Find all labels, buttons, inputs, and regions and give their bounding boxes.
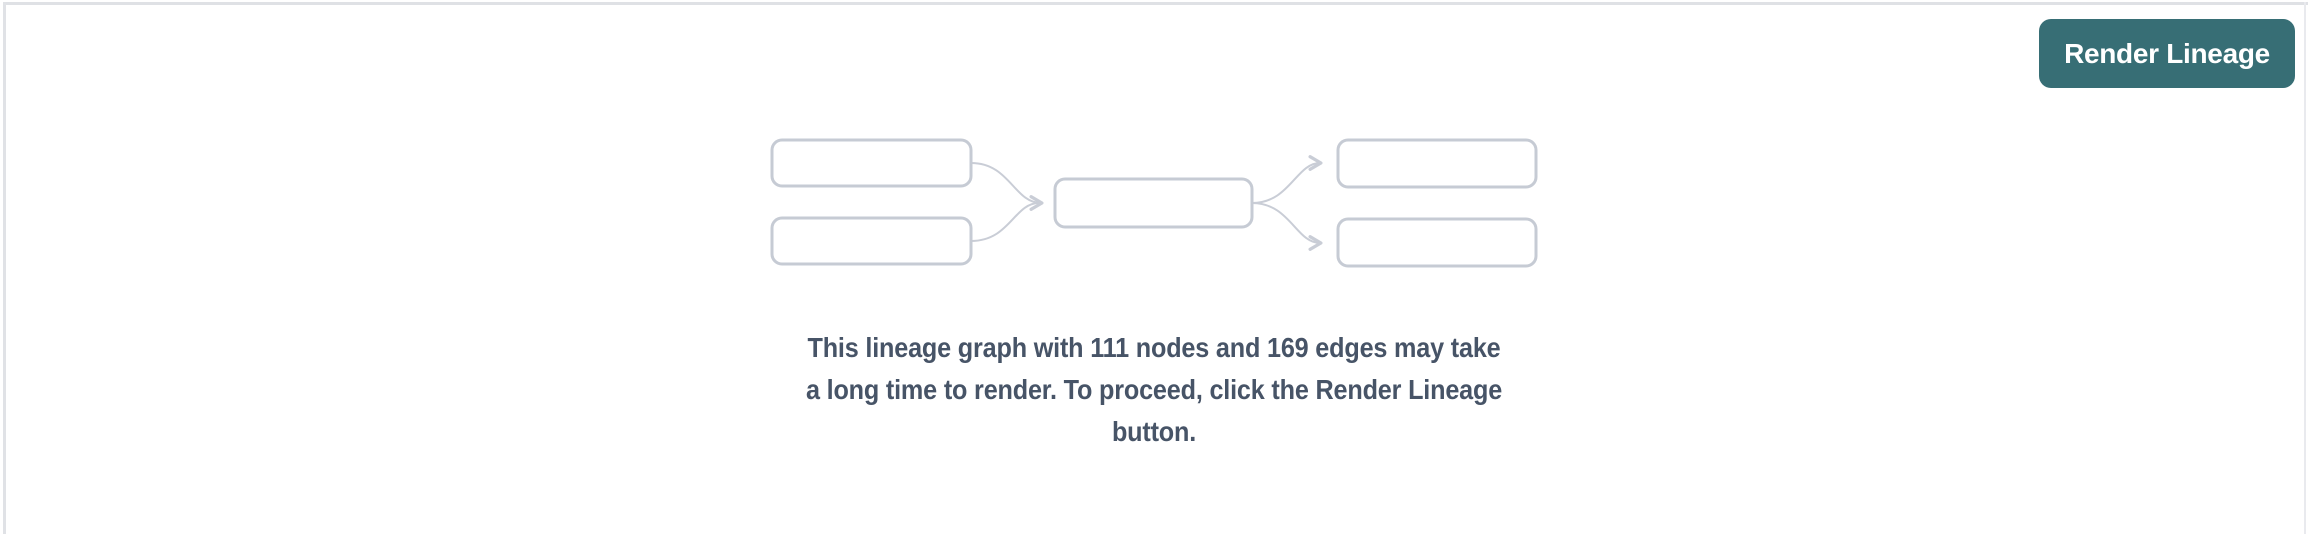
placeholder-node (1053, 177, 1254, 229)
warning-line-1: This lineage graph with 111 nodes and 16… (807, 332, 1501, 363)
panel-right-border (2304, 2, 2306, 534)
placeholder-node (1336, 138, 1538, 189)
placeholder-graph-svg (770, 138, 1538, 268)
placeholder-edge (1251, 202, 1323, 251)
placeholder-edge (1251, 155, 1323, 204)
warning-line-2: a long time to render. To proceed, click… (805, 374, 1503, 405)
placeholder-edge (970, 162, 1044, 211)
lineage-warning-message: This lineage graph with 111 nodes and 16… (806, 327, 1502, 453)
lineage-placeholder-diagram (758, 130, 1550, 280)
panel-left-border (3, 2, 6, 534)
placeholder-node (770, 138, 973, 188)
placeholder-edge (970, 202, 1040, 242)
placeholder-node (1336, 217, 1538, 268)
placeholder-node (770, 216, 973, 266)
warning-line-3: button. (1111, 416, 1197, 447)
render-lineage-button[interactable]: Render Lineage (2039, 19, 2295, 88)
panel-top-border (3, 2, 2308, 5)
